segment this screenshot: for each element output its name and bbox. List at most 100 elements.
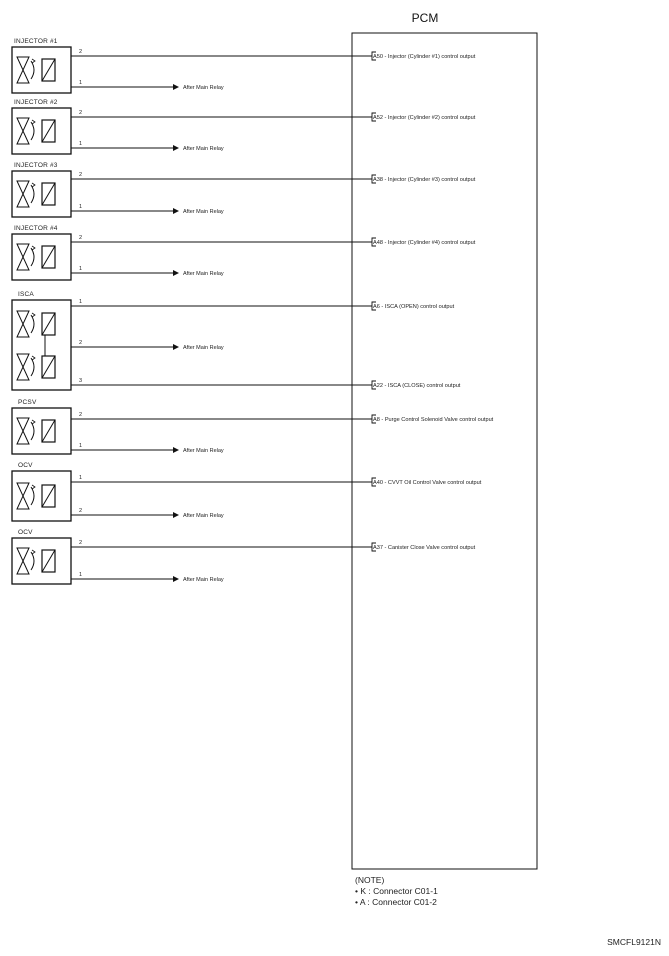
pcm-connector-icon	[371, 237, 376, 247]
relay-label: After Main Relay	[183, 448, 224, 454]
link-arc-icon	[30, 60, 35, 80]
component-box	[11, 299, 72, 391]
pcm-pin-label: A52 - Injector (Cylinder #2) control out…	[373, 115, 476, 121]
component-box	[11, 46, 72, 94]
solenoid-coil-icon	[16, 482, 56, 510]
coil-rect-icon	[41, 119, 56, 143]
link-arrow-icon	[31, 119, 36, 125]
link-arc-icon	[30, 247, 35, 267]
link-arrow-icon	[31, 549, 36, 555]
pcm-connector-icon	[371, 477, 376, 487]
note-item-k: • K : Connector C01-1	[355, 886, 438, 896]
relay-label: After Main Relay	[183, 577, 224, 583]
pcm-connector-icon	[371, 112, 376, 122]
pin-number: 2	[79, 172, 82, 178]
pin-number: 2	[79, 340, 82, 346]
coil-diagonal-icon	[41, 312, 56, 336]
coil-rect-icon	[41, 245, 56, 269]
pcm-pin-label: A48 - Injector (Cylinder #4) control out…	[373, 240, 476, 246]
solenoid-coil-icon	[16, 417, 56, 445]
pcm-title: PCM	[412, 11, 439, 25]
link-arc-icon	[30, 421, 35, 441]
note-block: (NOTE) • K : Connector C01-1 • A : Conne…	[355, 875, 438, 908]
relay-label: After Main Relay	[183, 146, 224, 152]
pcm-connector-icon	[371, 51, 376, 61]
component-title: INJECTOR #2	[14, 99, 58, 106]
link-arrow-icon	[31, 355, 36, 361]
solenoid-coil-icon	[16, 353, 56, 381]
pin-number: 1	[79, 141, 82, 147]
link-arrow-icon	[31, 182, 36, 188]
coil-diagonal-icon	[41, 549, 56, 573]
valve-symbol-icon	[16, 353, 30, 381]
pcm-connector-icon	[371, 174, 376, 184]
link-arc-icon	[30, 357, 35, 377]
link-arrow-icon	[31, 245, 36, 251]
link-arc-icon	[30, 314, 35, 334]
coil-rect-icon	[41, 355, 56, 379]
pcm-pin-label: A6 - ISCA (OPEN) control output	[373, 304, 455, 310]
pcm-connector-icon	[371, 301, 376, 311]
link-arrow-icon	[31, 58, 36, 64]
valve-symbol-icon	[16, 180, 30, 208]
coil-diagonal-icon	[41, 484, 56, 508]
pcm-connector-icon	[371, 542, 376, 552]
link-arc-icon	[30, 486, 35, 506]
pcm-pin-label: A22 - ISCA (CLOSE) control output	[373, 383, 461, 389]
component-title: INJECTOR #1	[14, 38, 58, 45]
relay-label: After Main Relay	[183, 345, 224, 351]
valve-symbol-icon	[16, 117, 30, 145]
component-box	[11, 107, 72, 155]
pin-number: 2	[79, 110, 82, 116]
pcm-pin-label: A40 - CVVT Oil Control Valve control out…	[373, 480, 482, 486]
pin-number: 1	[79, 266, 82, 272]
component-box	[11, 170, 72, 218]
valve-symbol-icon	[16, 482, 30, 510]
pcm-connector-icon	[371, 414, 376, 424]
coil-rect-icon	[41, 58, 56, 82]
pcm-pin-label: A50 - Injector (Cylinder #1) control out…	[373, 54, 476, 60]
pin-number: 2	[79, 235, 82, 241]
link-arrow-icon	[31, 312, 36, 318]
relay-label: After Main Relay	[183, 85, 224, 91]
link-arc-icon	[30, 121, 35, 141]
component-title: PCSV	[18, 399, 37, 406]
component-box	[11, 233, 72, 281]
link-arrow-icon	[31, 484, 36, 490]
pin-number: 2	[79, 540, 82, 546]
pin-number: 2	[79, 49, 82, 55]
coil-diagonal-icon	[41, 355, 56, 379]
link-arc-icon	[30, 551, 35, 571]
pin-number: 2	[79, 508, 82, 514]
relay-label: After Main Relay	[183, 209, 224, 215]
note-item-a: • A : Connector C01-2	[355, 897, 437, 907]
component-title: OCV	[18, 529, 33, 536]
pcm-pin-label: A8 - Purge Control Solenoid Valve contro…	[373, 417, 494, 423]
component-title: OCV	[18, 462, 33, 469]
component-box	[11, 537, 72, 585]
pcm-pin-label: A38 - Injector (Cylinder #3) control out…	[373, 177, 476, 183]
valve-symbol-icon	[16, 243, 30, 271]
relay-label: After Main Relay	[183, 271, 224, 277]
solenoid-coil-icon	[16, 547, 56, 575]
valve-symbol-icon	[16, 310, 30, 338]
coil-diagonal-icon	[41, 119, 56, 143]
valve-symbol-icon	[16, 547, 30, 575]
link-arc-icon	[30, 184, 35, 204]
coil-rect-icon	[41, 419, 56, 443]
coil-diagonal-icon	[41, 419, 56, 443]
pcm-connector-icon	[371, 380, 376, 390]
solenoid-coil-icon	[16, 180, 56, 208]
coil-rect-icon	[41, 549, 56, 573]
component-title: ISCA	[18, 291, 34, 298]
component-box	[11, 407, 72, 455]
